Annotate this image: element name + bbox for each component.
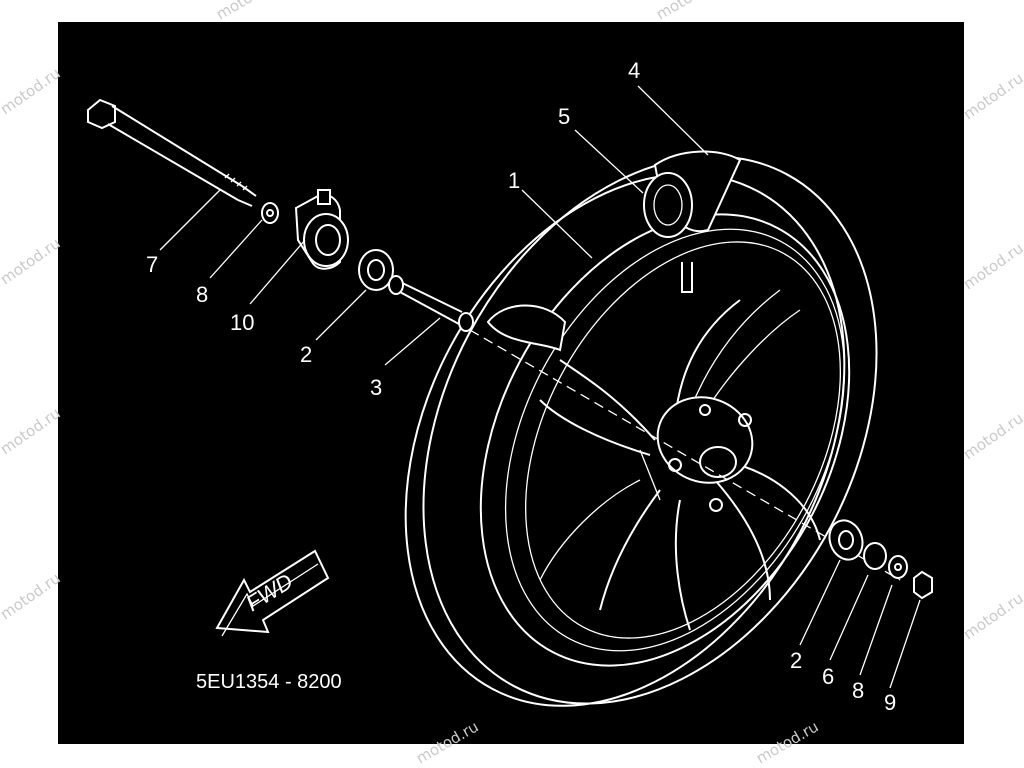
callout-labels: 4 5 1 7 8 10 2 3 2 6 8 9 [146, 58, 896, 715]
watermark: motod.ru [653, 0, 722, 23]
watermark: motod.ru [213, 0, 282, 23]
tube-section-inner [653, 184, 683, 226]
washer-right [888, 555, 908, 579]
hub-bolt [709, 498, 723, 512]
watermark: motod.ru [0, 64, 64, 118]
hub-bolt [699, 404, 711, 416]
callout-8-right: 8 [852, 678, 864, 703]
bearing-left [358, 249, 394, 291]
leader-lines [159, 85, 921, 689]
spacer [388, 275, 474, 332]
rim-flange [525, 241, 841, 639]
washer-left-hole [266, 209, 274, 217]
bearing-right-inner [838, 530, 854, 550]
spoke-lower-inner [539, 479, 641, 581]
wheel-hub [656, 396, 754, 484]
callout-1: 1 [508, 168, 520, 193]
speedometer-gear-unit [294, 189, 349, 270]
watermark: motod.ru [0, 234, 64, 288]
callout-4: 4 [628, 58, 640, 83]
watermark: motod.ru [960, 409, 1024, 463]
callout-2-left: 2 [300, 342, 312, 367]
callout-9: 9 [884, 690, 896, 715]
hub-shading [639, 449, 661, 501]
spoke-lower [599, 489, 691, 631]
callout-3: 3 [370, 375, 382, 400]
watermark: motod.ru [960, 69, 1024, 123]
watermark: motod.ru [0, 404, 64, 458]
hub-bolt [738, 413, 752, 427]
watermark: motod.ru [0, 569, 64, 623]
washer-left [261, 202, 279, 224]
diagram-code: 5EU1354 - 8200 [196, 671, 342, 693]
watermark: motod.ru [413, 717, 482, 767]
callout-7: 7 [146, 252, 158, 277]
valve-stem [681, 262, 693, 293]
tube-section [643, 172, 693, 238]
bearing-right [828, 519, 864, 561]
tire-outline [422, 155, 878, 705]
callout-8-left: 8 [196, 282, 208, 307]
axle-nut [913, 570, 933, 600]
watermark: motod.ru [960, 589, 1024, 643]
diagram-background [58, 22, 964, 744]
rim-inner [504, 228, 846, 652]
collar [863, 542, 887, 570]
wheel-assembly [404, 155, 901, 707]
callout-10: 10 [230, 310, 254, 335]
tire-cut-end [486, 304, 567, 352]
hub-bolt [668, 458, 682, 472]
washer-right-hole [894, 563, 902, 571]
callout-5: 5 [558, 104, 570, 129]
watermark: motod.ru [960, 239, 1024, 293]
axle-bolt [87, 98, 257, 207]
tire-tread [404, 173, 846, 707]
callout-2-right: 2 [790, 648, 802, 673]
axle-center-line [469, 329, 901, 581]
bearing-left-inner [367, 259, 385, 281]
hub-bore [699, 446, 737, 478]
callout-6: 6 [822, 664, 834, 689]
forward-direction-arrow: FWD [215, 549, 330, 637]
watermark: motod.ru [753, 717, 822, 767]
